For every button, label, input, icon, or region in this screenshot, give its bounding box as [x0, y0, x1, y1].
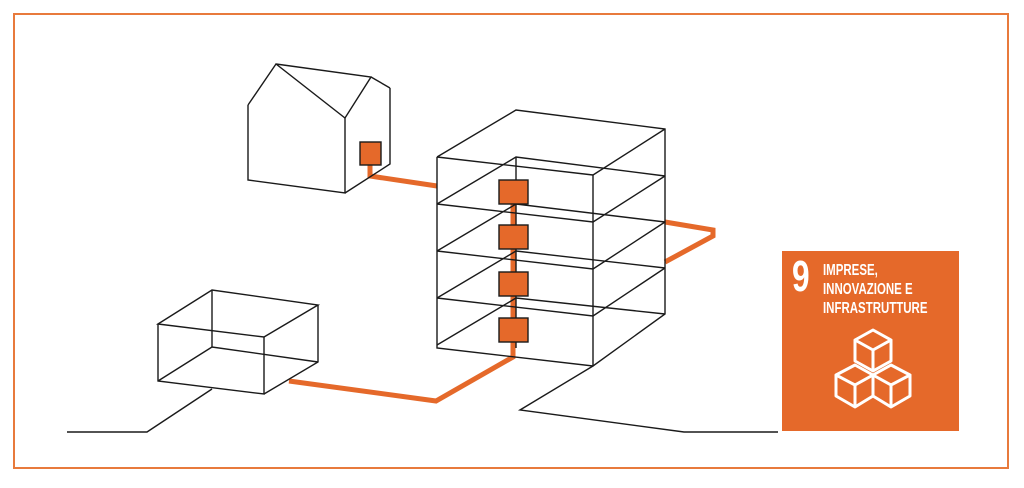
tower-floor-3	[436, 250, 666, 299]
tower-module-1	[498, 179, 529, 205]
tower-floor-4	[436, 297, 666, 346]
house-body	[247, 105, 346, 194]
house-side-wall	[344, 88, 391, 194]
tower-floor-2-front	[436, 221, 666, 270]
sdg-title-line-1: IMPRESE,	[823, 262, 878, 279]
tower-floor-3-front	[436, 267, 666, 317]
tower-floor-1-front	[436, 175, 666, 223]
tower-module-3	[498, 271, 529, 297]
tower-roof-side-edge	[592, 128, 666, 176]
cable-warehouse-to-tower	[288, 340, 516, 404]
house-icon	[247, 62, 391, 194]
house-module	[359, 141, 382, 166]
outline-drawings	[67, 62, 778, 433]
stacked-cubes-icon	[834, 328, 912, 409]
tower-roof-front-edge	[436, 156, 594, 176]
network-modules	[359, 141, 529, 343]
house-roof-front	[247, 62, 373, 120]
warehouse-box-icon	[155, 289, 321, 395]
apartment-tower-icon	[436, 109, 666, 367]
sdg-goal-title: IMPRESE, INNOVAZIONE E INFRASTRUTTURE	[823, 261, 971, 318]
tower-module-2	[498, 224, 529, 250]
tower-module-4	[498, 317, 529, 343]
cable-tower-to-right	[663, 219, 716, 265]
ground-line-left	[67, 388, 213, 433]
house-roof-side	[370, 76, 391, 89]
ground-line-right	[517, 365, 778, 433]
sdg-title-line-2: INNOVAZIONE E	[823, 281, 913, 298]
tower-floor-1	[436, 156, 666, 205]
page-border	[13, 13, 1009, 469]
sdg-goal-tile: 9 IMPRESE, INNOVAZIONE E INFRASTRUTTURE	[782, 251, 959, 431]
cable-house-to-tower	[367, 165, 438, 189]
sdg-title-line-3: INFRASTRUTTURE	[823, 300, 928, 317]
sdg-goal-number: 9	[792, 252, 810, 301]
box-front	[157, 324, 265, 395]
